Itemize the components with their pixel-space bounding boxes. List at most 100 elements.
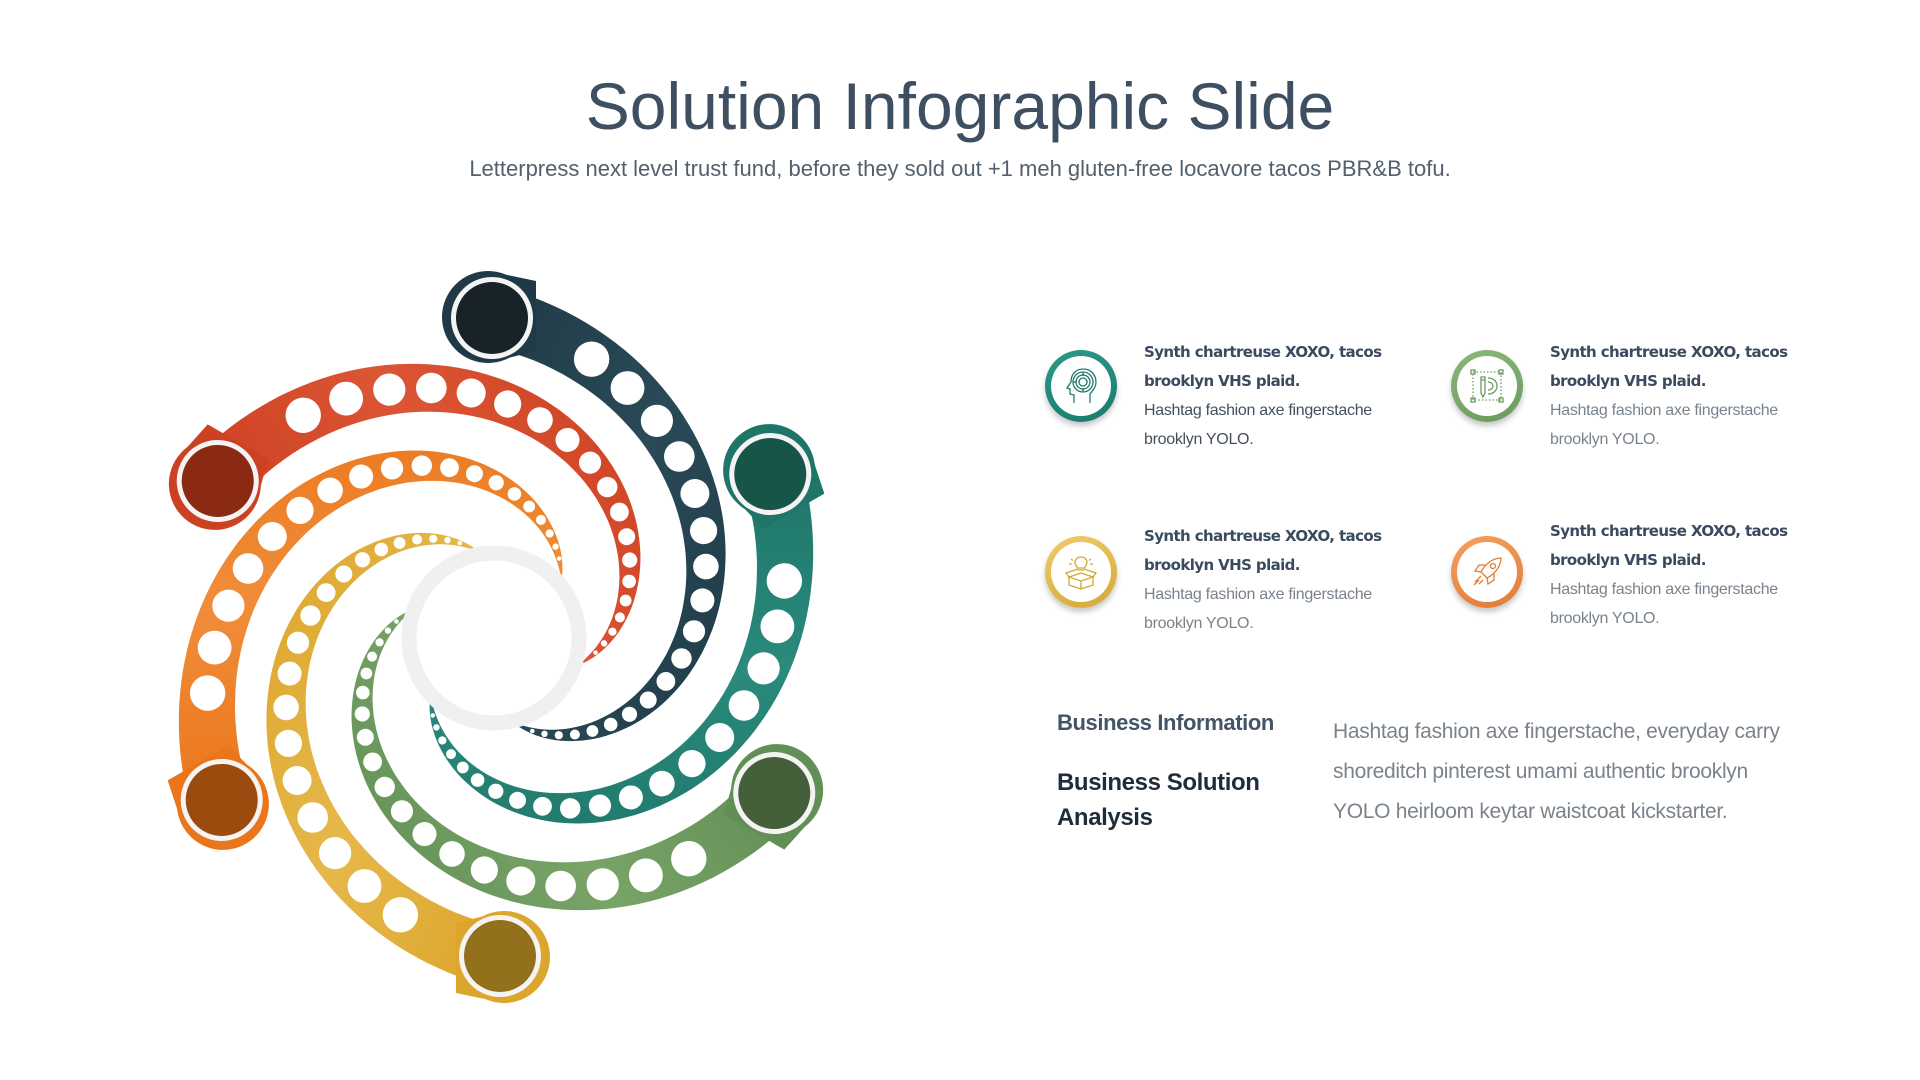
- arm-hole: [578, 451, 602, 474]
- feature-card-3: Synth chartreuse XOXO, tacos brooklyn VH…: [1045, 522, 1405, 632]
- arm-hole: [586, 868, 619, 901]
- arm-hole: [446, 749, 457, 760]
- arm-hole: [556, 556, 562, 561]
- arm-hole: [535, 514, 546, 525]
- arm-hole: [560, 798, 581, 819]
- arm-hole: [573, 341, 610, 377]
- arm-hole: [747, 652, 780, 685]
- arm-hole: [618, 785, 643, 810]
- arm-hole: [470, 856, 498, 884]
- card-title: Synth chartreuse XOXO, tacos brooklyn VH…: [1144, 343, 1382, 390]
- slide-title: Solution Infographic Slide: [585, 69, 1335, 143]
- arm-hole: [329, 381, 364, 416]
- arm-hole: [671, 648, 692, 669]
- arm-hole: [680, 479, 710, 508]
- card-body: Hashtag fashion axe fingerstache brookly…: [1144, 586, 1372, 632]
- card-title: Synth chartreuse XOXO, tacos brooklyn VH…: [1144, 527, 1382, 574]
- center-ring: [401, 545, 587, 731]
- business-information-heading: Business Information: [1057, 710, 1274, 735]
- arm-hole: [367, 651, 378, 662]
- arm-hole: [282, 766, 312, 795]
- arm-hole: [274, 729, 302, 757]
- arm-hole: [373, 373, 406, 406]
- arm-hole: [317, 477, 343, 504]
- arm-hole: [555, 427, 580, 452]
- arm-hole: [349, 464, 374, 489]
- arm-hole: [470, 773, 485, 787]
- arm-hole: [586, 725, 599, 737]
- arm-hole: [257, 521, 287, 551]
- arm-hole: [527, 407, 553, 433]
- arm-hole: [760, 609, 795, 644]
- card-body: Hashtag fashion axe fingerstache brookly…: [1144, 402, 1372, 448]
- lightbulb-box-icon: [1064, 556, 1098, 590]
- arm-hole: [416, 372, 447, 404]
- arm-hole: [678, 749, 706, 778]
- business-solution-heading: Business Solution Analysis: [1057, 769, 1260, 831]
- arm-hole: [628, 858, 663, 893]
- arm-hole: [552, 543, 559, 550]
- arm-hole: [380, 457, 404, 480]
- feature-card-1: Synth chartreuse XOXO, tacos brooklyn VH…: [1045, 338, 1405, 448]
- spiral-infographic: [120, 250, 880, 1040]
- arm-hole: [411, 455, 432, 476]
- arm-hole: [640, 404, 673, 437]
- arm-hole: [335, 565, 353, 583]
- arm-hole: [649, 770, 675, 797]
- arm-hole: [197, 630, 232, 665]
- feature-card-4: Synth chartreuse XOXO, tacos brooklyn VH…: [1451, 517, 1811, 627]
- arm-hole: [621, 706, 638, 722]
- arm-hole: [664, 441, 695, 472]
- arm-hole: [354, 552, 371, 568]
- arm-hole: [360, 667, 373, 680]
- arm-hole: [374, 776, 395, 798]
- icon-ring: [1451, 536, 1523, 608]
- arm-hole: [456, 761, 469, 774]
- arm-hole: [300, 605, 321, 626]
- arm-hole: [593, 650, 598, 655]
- arm-hole: [728, 690, 760, 721]
- arm-hole: [297, 802, 328, 833]
- arm-hole: [433, 724, 440, 731]
- card-body: Hashtag fashion axe fingerstache brookly…: [1550, 402, 1778, 448]
- arm-hole: [375, 638, 384, 647]
- arm-hole: [356, 685, 370, 700]
- design-pencil-gear-icon: [1470, 369, 1504, 403]
- arm-cap-green: [738, 757, 811, 830]
- arm-hole: [286, 631, 310, 654]
- arm-hole: [610, 371, 645, 405]
- card-title: Synth chartreuse XOXO, tacos brooklyn VH…: [1550, 522, 1788, 569]
- arm-hole: [430, 713, 436, 718]
- arm-hole: [354, 706, 370, 722]
- arm-hole: [693, 553, 719, 580]
- arm-hole: [523, 500, 536, 513]
- arm-hole: [618, 528, 636, 546]
- arm-hole: [356, 728, 374, 746]
- arm-hole: [608, 627, 617, 636]
- arm-hole: [316, 583, 336, 602]
- arm-hole: [429, 534, 438, 543]
- spiral-arm-navy: [442, 271, 726, 742]
- spiral-arm-yellow: [266, 532, 550, 1003]
- card-title: Synth chartreuse XOXO, tacos brooklyn VH…: [1550, 343, 1788, 390]
- arm-hole: [393, 537, 406, 549]
- arm-hole: [488, 475, 504, 491]
- spiral-arm-teal: [429, 424, 825, 824]
- arm-hole: [622, 552, 638, 568]
- arm-hole: [554, 731, 563, 740]
- arm-hole: [766, 563, 803, 599]
- arm-cap-teal: [734, 438, 807, 511]
- arm-hole: [506, 866, 536, 896]
- arm-hole: [656, 672, 676, 691]
- arm-hole: [545, 870, 576, 902]
- arm-hole: [588, 794, 612, 817]
- arm-hole: [610, 502, 629, 522]
- arm-hole: [457, 540, 462, 546]
- arm-hole: [597, 476, 618, 498]
- arm-hole: [384, 627, 392, 634]
- arm-cap-red: [181, 444, 254, 517]
- arm-hole: [494, 390, 522, 418]
- arm-hole: [412, 822, 437, 847]
- arm-hole: [363, 752, 382, 772]
- arm-cap-yellow: [464, 920, 536, 992]
